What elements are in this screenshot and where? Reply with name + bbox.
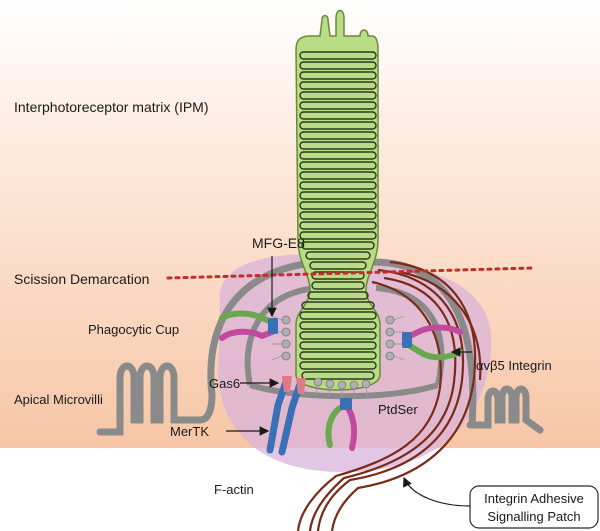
mfg-e8-label: MFG-E8 (252, 235, 305, 251)
apical-microvilli-left (96, 362, 216, 436)
rod-outer-segment (295, 9, 381, 391)
mertk-label: MerTK (170, 424, 209, 439)
patch-arrow (403, 476, 471, 507)
integrin-cup-base (325, 398, 358, 451)
gas6-label: Gas6 (209, 376, 240, 391)
cup-base-membrane (249, 382, 439, 400)
signalling-patch-label-line2: Signalling Patch (487, 509, 580, 524)
actin-fibers (296, 260, 482, 531)
label-arrows (226, 256, 472, 507)
scission-demarcation-line (166, 266, 534, 280)
apical-microvilli-right (466, 385, 544, 434)
scission-demarcation-label: Scission Demarcation (14, 271, 149, 287)
signalling-patch-label-line1: Integrin Adhesive (484, 491, 584, 506)
signalling-patch-box (469, 485, 599, 529)
phagocytic-cup-label: Phagocytic Cup (88, 322, 179, 337)
ptdser-lipids (281, 315, 395, 390)
apical-microvilli-label: Apical Microvilli (14, 392, 103, 407)
mertk-receptors (266, 376, 306, 456)
ipm-label: Interphotoreceptor matrix (IPM) (14, 99, 209, 115)
integrin-label: αvβ5 Integrin (476, 358, 552, 373)
f-actin-label: F-actin (214, 482, 254, 497)
ptdser-label: PtdSer (378, 402, 418, 417)
integrin-complex-left (219, 310, 278, 341)
rod-disc-stack (299, 51, 377, 380)
